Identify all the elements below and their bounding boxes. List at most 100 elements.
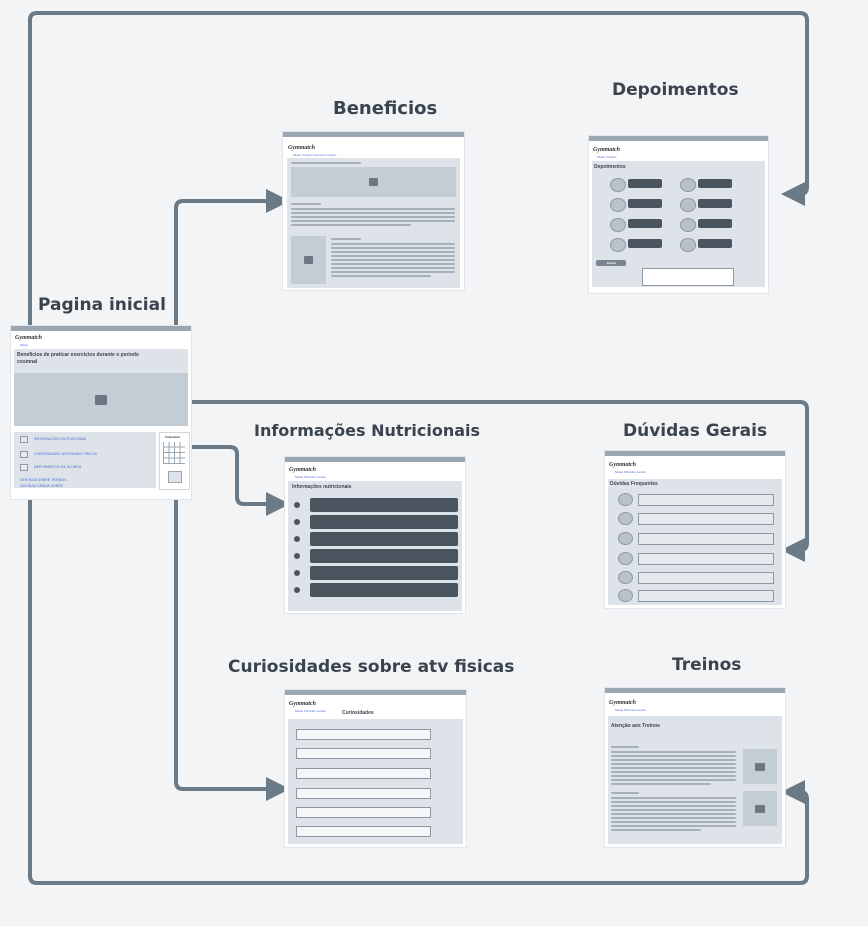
avatar bbox=[680, 218, 696, 232]
text-line bbox=[291, 212, 455, 214]
wireframe-beneficios[interactable]: Gymmatch Menu Treinos Suporte Contato bbox=[283, 132, 464, 290]
title-curiosidades: Curiosidades sobre atv fisicas bbox=[228, 657, 515, 677]
nav-menu[interactable]: Menu Dúvidas Gerais bbox=[295, 709, 326, 713]
testimonial-bubble bbox=[698, 239, 732, 248]
brand-logo: Gymmatch bbox=[609, 462, 636, 468]
text-line bbox=[331, 275, 431, 277]
text-line bbox=[611, 809, 736, 811]
faq-item[interactable] bbox=[638, 494, 774, 506]
avatar bbox=[610, 218, 626, 232]
testimonial-bubble bbox=[698, 199, 732, 208]
text-line bbox=[331, 238, 361, 240]
text-line bbox=[331, 259, 455, 261]
food-icon bbox=[294, 536, 300, 542]
section-heading: Informações nutricionais bbox=[292, 484, 352, 490]
testimonial-bubble bbox=[698, 179, 732, 188]
send-button[interactable]: Enviar bbox=[596, 260, 626, 266]
avatar bbox=[610, 238, 626, 252]
food-icon bbox=[294, 553, 300, 559]
frame-topbar bbox=[11, 326, 191, 331]
avatar bbox=[610, 198, 626, 212]
text-line bbox=[331, 263, 455, 265]
link-icon-1 bbox=[20, 436, 28, 443]
text-line bbox=[331, 255, 455, 257]
faq-avatar bbox=[618, 532, 633, 545]
curiosity-card bbox=[296, 807, 431, 818]
faq-avatar bbox=[618, 589, 633, 602]
text-line bbox=[611, 817, 736, 819]
wireframe-home[interactable]: Gymmatch Menu Beneficios de praticar exe… bbox=[11, 326, 191, 499]
avatar bbox=[680, 198, 696, 212]
wireframe-informacoes[interactable]: Gymmatch Menu Dúvidas Gerais Informações… bbox=[285, 457, 465, 613]
faq-avatar bbox=[618, 512, 633, 525]
food-icon bbox=[294, 519, 300, 525]
food-icon bbox=[294, 502, 300, 508]
testimonial-bubble bbox=[628, 179, 662, 188]
brand-logo: Gymmatch bbox=[288, 145, 315, 151]
faq-item[interactable] bbox=[638, 572, 774, 584]
faq-item[interactable] bbox=[638, 590, 774, 602]
link-depoimentos[interactable]: DEPOIMENTOS DE ALUNOS bbox=[34, 465, 82, 469]
calendar-panel: Calendário bbox=[159, 432, 190, 490]
wireframe-duvidas[interactable]: Gymmatch Menu Dúvidas Gerais Dúvidas Fre… bbox=[605, 451, 785, 608]
faq-item[interactable] bbox=[638, 513, 774, 525]
calendar-grid[interactable] bbox=[163, 442, 185, 464]
side-image bbox=[291, 236, 326, 284]
frame-topbar bbox=[589, 136, 768, 141]
curiosity-card bbox=[296, 768, 431, 779]
image-icon bbox=[755, 762, 765, 771]
text-line bbox=[291, 224, 411, 226]
text-line bbox=[611, 746, 639, 748]
connector-home-curiosidades bbox=[174, 498, 290, 801]
link-icon-2 bbox=[20, 451, 28, 458]
content-panel bbox=[288, 719, 463, 844]
text-line bbox=[291, 203, 321, 205]
faq-avatar bbox=[618, 552, 633, 565]
hero-heading: Beneficios de praticar exercicios durant… bbox=[17, 352, 139, 365]
wireframe-treinos[interactable]: Gymmatch Menu Dúvidas Gerais Atenção aos… bbox=[605, 688, 785, 847]
frame-topbar bbox=[605, 451, 785, 456]
testimonial-bubble bbox=[628, 239, 662, 248]
nav-menu[interactable]: Menu Dúvidas Gerais bbox=[615, 708, 646, 712]
nutrition-note bbox=[310, 498, 458, 512]
link-informacoes[interactable]: INFORMAÇÕES NUTRICIONAIS bbox=[34, 437, 87, 441]
section-heading: Atenção aos Treinos bbox=[611, 723, 660, 729]
text-line bbox=[331, 247, 455, 249]
frame-topbar bbox=[605, 688, 785, 693]
nav-menu[interactable]: Menu Dúvidas Gerais bbox=[615, 470, 646, 474]
content-panel bbox=[287, 158, 460, 288]
link-treinos[interactable]: VER MAIS SOBRE TREINOS bbox=[20, 478, 67, 482]
text-line bbox=[611, 779, 736, 781]
brand-logo: Gymmatch bbox=[609, 700, 636, 706]
wireframe-curiosidades[interactable]: Gymmatch Menu Dúvidas Gerais Curiosidade… bbox=[285, 690, 466, 847]
content-panel: Depoimentos Enviar bbox=[592, 161, 765, 287]
text-line bbox=[331, 243, 455, 245]
frame-topbar bbox=[285, 690, 466, 695]
nav-menu[interactable]: Menu Treinos bbox=[597, 155, 617, 159]
link-duvidas[interactable]: DÚVIDAS GERAIS SOBRE bbox=[20, 484, 64, 488]
link-curiosidades[interactable]: CURIOSIDADES ATIVIDADES FÍSICAS bbox=[34, 452, 98, 456]
wireframe-depoimentos[interactable]: Gymmatch Menu Treinos Depoimentos Enviar bbox=[589, 136, 768, 293]
nav-menu[interactable]: Menu Dúvidas Gerais bbox=[295, 475, 326, 479]
hero-panel: Beneficios de praticar exercicios durant… bbox=[14, 349, 188, 426]
text-line bbox=[291, 220, 455, 222]
text-line bbox=[611, 825, 736, 827]
nutrition-note bbox=[310, 549, 458, 563]
comment-box[interactable] bbox=[642, 268, 734, 286]
text-line bbox=[611, 813, 736, 815]
faq-item[interactable] bbox=[638, 553, 774, 565]
hero-image bbox=[291, 167, 456, 197]
image-icon bbox=[304, 256, 313, 264]
faq-avatar bbox=[618, 493, 633, 506]
curiosity-card bbox=[296, 748, 431, 759]
faq-item[interactable] bbox=[638, 533, 774, 545]
text-line bbox=[331, 271, 455, 273]
content-panel: Informações nutricionais bbox=[288, 481, 462, 611]
testimonial-bubble bbox=[698, 219, 732, 228]
content-panel: Dúvidas Frequentes bbox=[608, 479, 782, 605]
nav-menu[interactable]: Menu bbox=[20, 343, 29, 347]
text-line bbox=[611, 821, 736, 823]
nav-menu[interactable]: Menu Treinos Suporte Contato bbox=[293, 153, 337, 157]
text-line bbox=[611, 763, 736, 765]
